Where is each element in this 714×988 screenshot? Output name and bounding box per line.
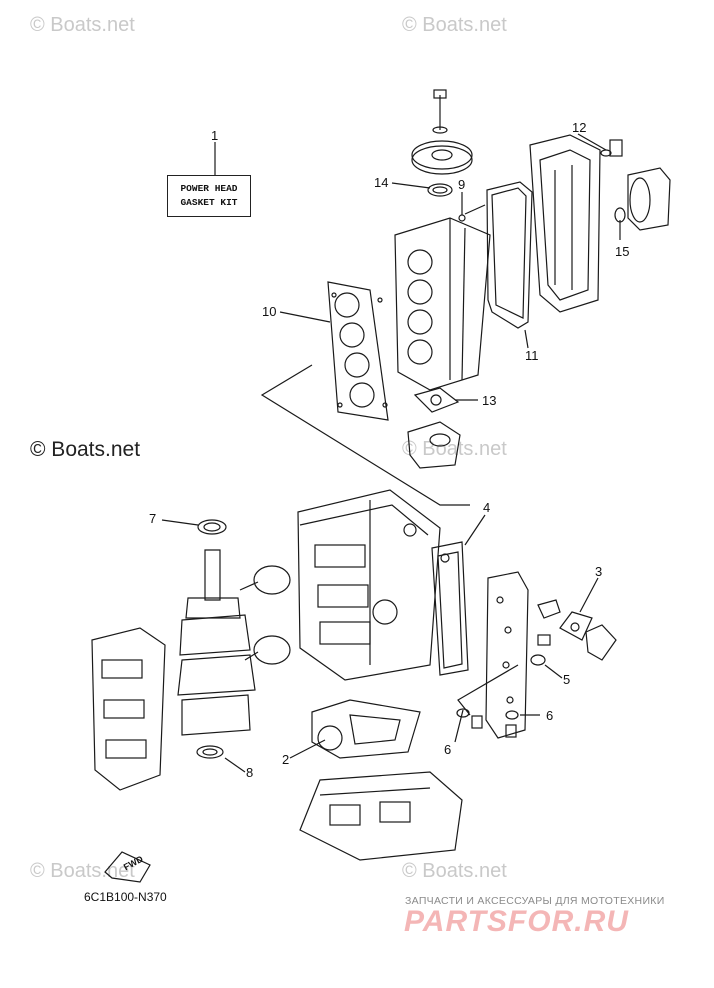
watermark-mid-right: © Boats.net <box>402 438 507 460</box>
part-6-o-ring-left[interactable] <box>456 708 483 729</box>
part-14-oil-seal[interactable] <box>427 183 453 197</box>
callout-14[interactable]: 14 <box>374 175 389 190</box>
watermark-bottom-right: © Boats.net <box>402 860 507 882</box>
part-12-o-ring[interactable] <box>600 139 623 157</box>
callout-11[interactable]: 11 <box>525 348 539 363</box>
callout-12[interactable]: 12 <box>572 120 587 135</box>
part-6-o-ring-right[interactable] <box>505 710 519 738</box>
thermostat-housing[interactable] <box>407 421 461 469</box>
callout-1[interactable]: 1 <box>211 128 219 143</box>
watermark-top-right: © Boats.net <box>402 14 507 36</box>
cylinder-block[interactable] <box>297 489 441 681</box>
callout-8[interactable]: 8 <box>246 765 254 780</box>
part-8-oil-seal[interactable] <box>196 745 224 759</box>
callout-6-left[interactable]: 6 <box>444 742 452 757</box>
ad-logo[interactable]: PARTSFOR.RU <box>404 905 629 938</box>
diagram-code: 6C1B100-N370 <box>84 890 167 904</box>
fwd-arrow-icon <box>104 851 151 883</box>
watermark-top-left: © Boats.net <box>30 14 135 36</box>
part-10-head-gasket[interactable] <box>327 281 389 421</box>
callout-13[interactable]: 13 <box>482 393 497 408</box>
outlet-cover[interactable] <box>537 599 617 661</box>
cylinder-head[interactable] <box>394 217 491 391</box>
part-2-base-gasket[interactable] <box>311 699 421 759</box>
watermark-bottom-left: © Boats.net <box>30 860 135 882</box>
part-5-o-ring[interactable] <box>530 654 546 666</box>
cam-pulley[interactable] <box>411 89 473 175</box>
part-7-oil-seal[interactable] <box>197 519 227 535</box>
callout-10[interactable]: 10 <box>262 304 277 319</box>
gasket-kit-label[interactable]: POWER HEAD GASKET KIT <box>167 175 251 217</box>
part-9-o-ring[interactable] <box>458 204 486 222</box>
head-cover[interactable] <box>529 134 601 313</box>
part-15-o-ring[interactable] <box>614 207 626 223</box>
callout-4[interactable]: 4 <box>483 500 491 515</box>
callout-5[interactable]: 5 <box>563 672 571 687</box>
crankcase[interactable] <box>91 627 166 791</box>
callout-6-right[interactable]: 6 <box>546 708 554 723</box>
kit-label-line2: GASKET KIT <box>180 197 238 208</box>
callout-3[interactable]: 3 <box>595 564 603 579</box>
part-3-gasket[interactable] <box>559 611 593 641</box>
part-4-exhaust-gasket[interactable] <box>431 541 469 676</box>
part-11-head-cover-gasket[interactable] <box>486 181 533 329</box>
watermark-mid-left: © Boats.net <box>30 438 141 461</box>
callout-2[interactable]: 2 <box>282 752 290 767</box>
leader-lines <box>161 133 621 773</box>
ad-tagline: ЗАПЧАСТИ И АКСЕССУАРЫ ДЛЯ МОТОТЕХНИКИ <box>405 895 665 907</box>
exhaust-cover[interactable] <box>485 571 529 739</box>
callout-7[interactable]: 7 <box>149 511 157 526</box>
part-13-gasket[interactable] <box>413 387 460 413</box>
callout-9[interactable]: 9 <box>458 177 466 192</box>
fuel-pump[interactable] <box>627 167 671 231</box>
callout-15[interactable]: 15 <box>615 244 630 259</box>
exhaust-guide[interactable] <box>299 771 463 861</box>
crankshaft-assembly[interactable] <box>177 549 291 736</box>
kit-label-line1: POWER HEAD <box>180 183 238 194</box>
